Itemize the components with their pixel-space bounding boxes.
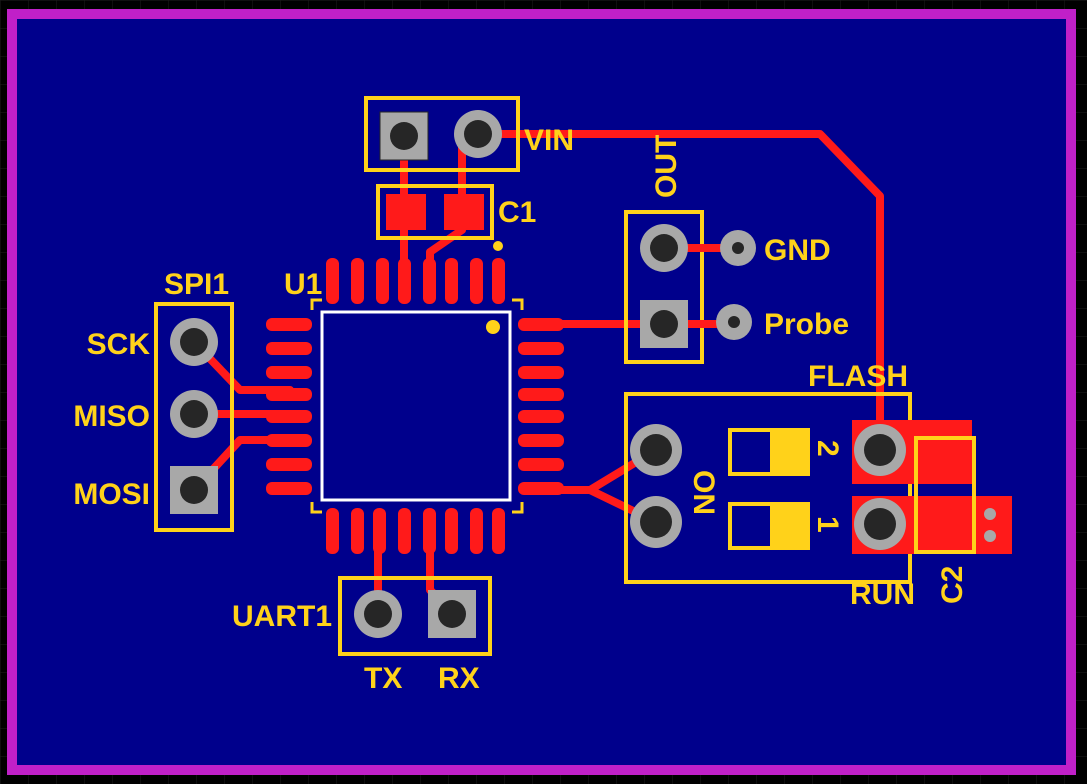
spi1-header	[154, 302, 234, 532]
u1-pad	[518, 388, 564, 401]
label-sw1: 1	[811, 516, 844, 533]
label-mosi: MOSI	[73, 478, 150, 511]
run-hole	[864, 508, 896, 540]
spi1-hole-miso	[180, 400, 208, 428]
u1-pad	[266, 458, 312, 471]
u1-pad	[351, 258, 364, 304]
c2-via2	[984, 530, 996, 542]
uart1-hole-tx	[364, 600, 392, 628]
u1-pin1-dot	[486, 320, 500, 334]
uart1-hole-rx	[438, 600, 466, 628]
label-out: OUT	[650, 135, 683, 198]
u1-pad	[445, 508, 458, 554]
u1-pads	[266, 258, 564, 554]
vin-header	[364, 96, 520, 172]
probe-via-hole	[728, 316, 740, 328]
label-on: ON	[687, 470, 720, 515]
u1-pad	[398, 508, 411, 554]
c1-capacitor	[376, 184, 494, 240]
trace-vin-flash	[474, 130, 884, 454]
u1-pad	[398, 258, 411, 304]
u1-pad	[470, 258, 483, 304]
u1-pad	[326, 508, 339, 554]
uart1-outline	[338, 576, 492, 656]
u1-pad	[266, 482, 312, 495]
c1-pad2	[444, 194, 484, 230]
label-probe: Probe	[764, 308, 849, 341]
u1-pad	[423, 508, 436, 554]
spi1-hole-mosi	[180, 476, 208, 504]
c2-pad1	[924, 444, 966, 484]
label-tx: TX	[364, 662, 402, 695]
on-hole-bottom	[640, 506, 672, 538]
u1-pad	[518, 434, 564, 447]
label-vin: VIN	[524, 124, 574, 157]
u1-pad	[518, 410, 564, 423]
dip-switch-2-slider	[770, 430, 808, 474]
u1-pad	[266, 388, 312, 401]
out-hole-gnd	[650, 234, 678, 262]
flash-hole	[864, 434, 896, 466]
gnd-via-hole	[732, 242, 744, 254]
spi1-hole-sck	[180, 328, 208, 356]
c2-outline	[914, 436, 976, 554]
u1-pad	[423, 258, 436, 304]
out-outline	[624, 210, 704, 364]
u1-pad	[376, 258, 389, 304]
u1-pad	[492, 258, 505, 304]
u1-footprint	[310, 241, 524, 514]
vin-header-hole1	[390, 122, 418, 150]
u1-pad	[518, 342, 564, 355]
u1-pad	[518, 366, 564, 379]
u1-pad	[266, 342, 312, 355]
u1-pad	[518, 458, 564, 471]
dip-switch-1-slider	[770, 504, 808, 548]
on-hole-top	[640, 434, 672, 466]
spi1-outline	[154, 302, 234, 532]
u1-pad	[351, 508, 364, 554]
vin-header-hole2	[464, 120, 492, 148]
label-run: RUN	[850, 578, 915, 611]
u1-pad	[266, 410, 312, 423]
u1-pad	[266, 318, 312, 331]
u1-body	[320, 310, 512, 502]
label-sw2: 2	[811, 440, 844, 457]
u1-pad	[470, 508, 483, 554]
c1-pad1	[386, 194, 426, 230]
u1-pad	[326, 258, 339, 304]
u1-pad	[518, 318, 564, 331]
u1-corner-marks	[310, 298, 524, 514]
u1-pad	[445, 258, 458, 304]
u1-pad	[266, 366, 312, 379]
label-flash: FLASH	[808, 360, 908, 393]
out-header	[624, 210, 756, 364]
label-c2: C2	[936, 566, 969, 604]
u1-pad	[373, 508, 386, 554]
label-gnd: GND	[764, 234, 831, 267]
label-c1: C1	[498, 196, 536, 229]
u1-pin1-marker	[493, 241, 503, 251]
c1-outline	[376, 184, 494, 240]
u1-pad	[266, 434, 312, 447]
c2-capacitor	[914, 436, 996, 554]
out-hole-probe	[650, 310, 678, 338]
label-uart1: UART1	[232, 600, 332, 633]
switch-outline	[624, 392, 912, 584]
u1-pad	[492, 508, 505, 554]
silkscreen-labels: VIN C1 U1 SPI1 SCK MISO MOSI OUT GND Pro…	[73, 124, 969, 695]
vin-header-outline	[364, 96, 520, 172]
label-spi1: SPI1	[164, 268, 229, 301]
label-sck: SCK	[87, 328, 151, 361]
c2-pad2	[924, 506, 966, 546]
u1-pad	[518, 482, 564, 495]
label-u1: U1	[284, 268, 322, 301]
label-rx: RX	[438, 662, 480, 695]
uart1-header	[338, 576, 492, 656]
c2-via1	[984, 508, 996, 520]
label-miso: MISO	[73, 400, 150, 433]
